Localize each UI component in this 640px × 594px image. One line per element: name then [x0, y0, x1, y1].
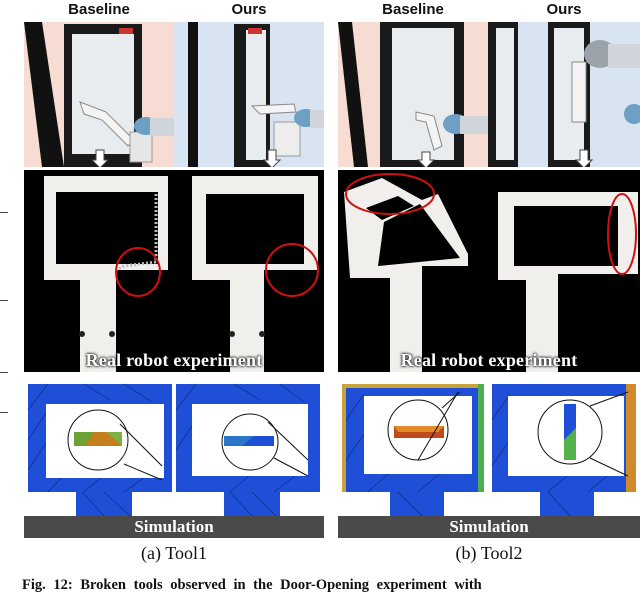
- photo-tool2-ours: [488, 22, 640, 167]
- subcaption-tool2: (b) Tool2: [455, 543, 523, 563]
- column-heading-tool1-ours: Ours: [231, 1, 267, 18]
- simulation-tool2: Simulation: [338, 380, 640, 538]
- simulation-label-tool2: Simulation: [338, 516, 640, 538]
- photo-tool1-ours: [174, 22, 324, 167]
- real-robot-label-tool1: Real robot experiment: [85, 350, 263, 370]
- margin-mark: [0, 212, 8, 213]
- margin-mark: [0, 300, 8, 301]
- margin-mark: [0, 372, 8, 373]
- column-heading-tool1-baseline: Baseline: [68, 1, 130, 18]
- margin-mark: [0, 412, 8, 413]
- subcaption-tool1: (a) Tool1: [141, 543, 207, 563]
- simulation-tool1: Simulation: [24, 380, 324, 538]
- figure-caption: Fig. 12: Broken tools observed in the Do…: [22, 577, 482, 593]
- real-experiment-tool1: Real robot experiment: [24, 170, 324, 372]
- real-robot-label-tool2: Real robot experiment: [400, 350, 578, 370]
- simulation-label-tool1: Simulation: [24, 516, 324, 538]
- column-heading-tool2-ours: Ours: [546, 1, 582, 18]
- photo-tool1-baseline: [24, 22, 174, 167]
- real-experiment-tool2: Real robot experiment: [338, 170, 640, 372]
- photo-tool2-baseline: [338, 22, 488, 167]
- column-heading-tool2-baseline: Baseline: [382, 1, 444, 18]
